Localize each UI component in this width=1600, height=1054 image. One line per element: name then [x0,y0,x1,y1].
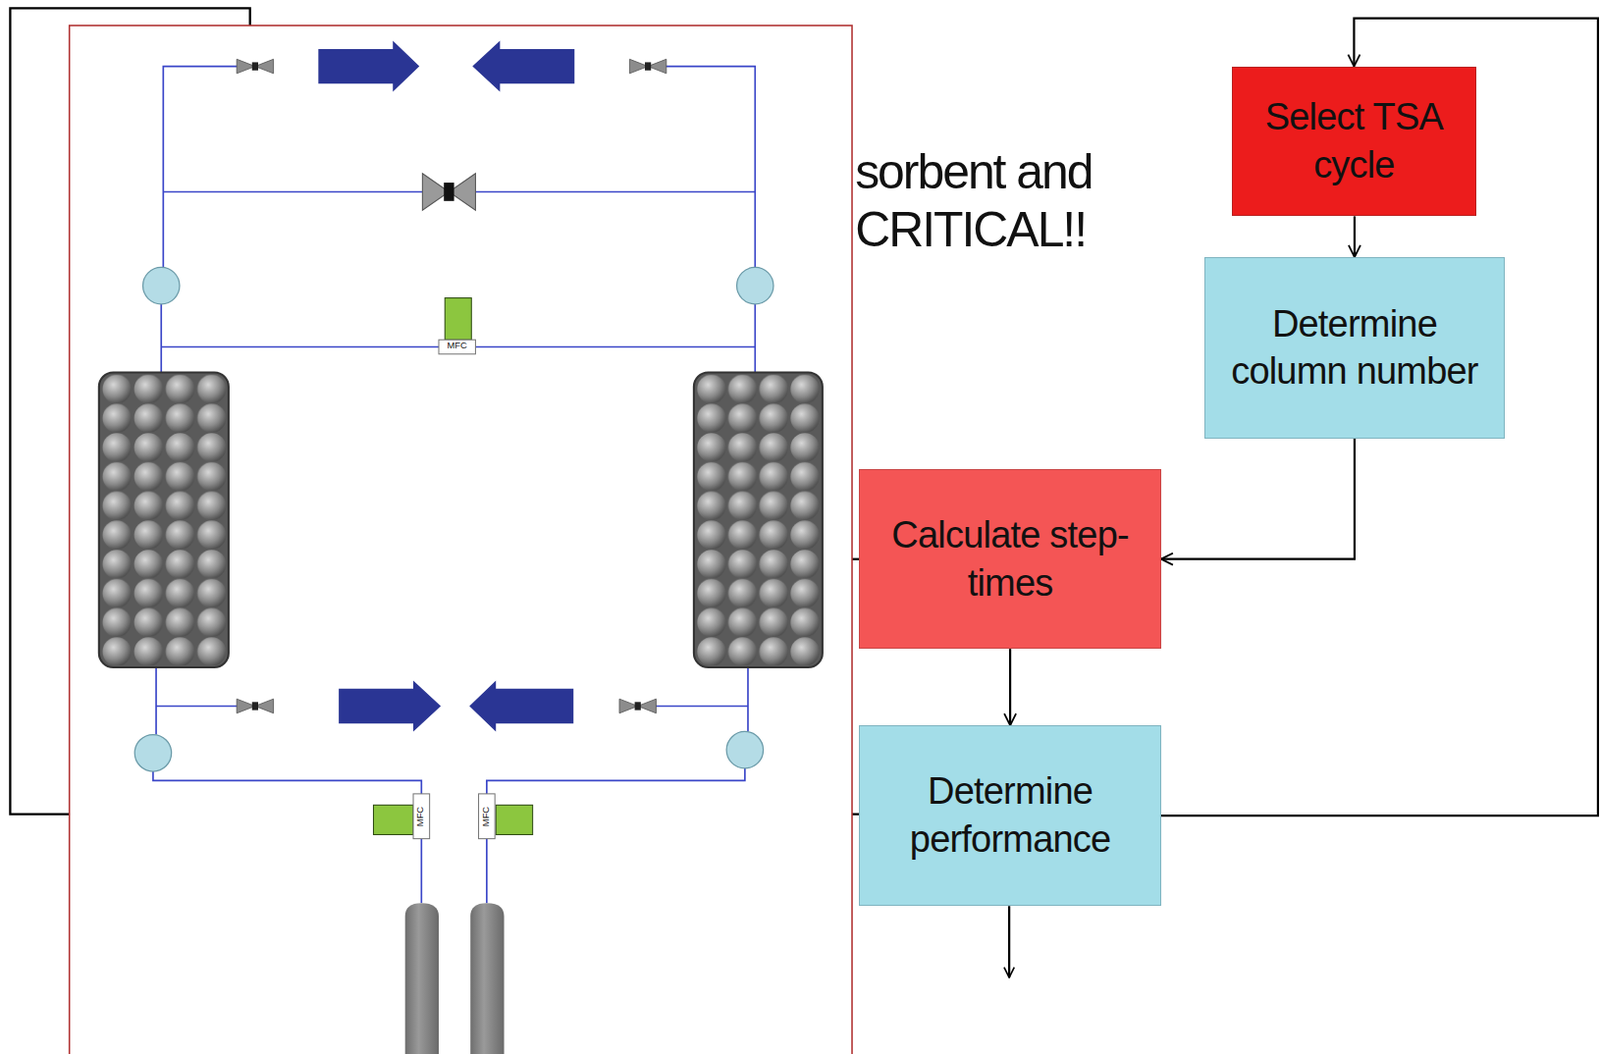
gas-cylinder [405,903,505,1054]
box-text: Select TSA cycle [1242,93,1466,189]
mfc-label: MFC [417,806,427,827]
flow-connector [1161,438,1355,560]
flow-connector [1009,648,1012,726]
gas-lines [153,66,755,905]
flow-arrow [318,41,575,733]
process-box: Calculate step-times [858,469,1162,649]
mfc-label: MFC [481,806,491,827]
flow-connector [1353,215,1356,258]
adsorbent-column [99,372,229,667]
flow-connector [1161,18,1599,816]
valve-symbol [619,698,656,714]
slide-text: sorbent and [854,148,1092,198]
mfc-label: MFC [447,342,468,352]
output-arrow [1008,906,1011,978]
valve-symbol [629,58,666,74]
box-text: Determine performance [869,767,1151,863]
process-box: Select TSA cycle [1231,66,1477,217]
apparatus-panel [69,25,853,1054]
box-text: Calculate step-times [869,511,1151,607]
valve-symbol [236,58,273,74]
slide-text: CRITICAL!! [854,206,1086,256]
process-box: Determine column number [1204,257,1506,439]
mfc-unit [479,794,534,840]
mfc-unit [438,298,476,355]
mfc-unit [373,794,429,840]
valve-symbol [236,698,273,714]
process-box: Determine performance [858,725,1162,907]
bypass-valve [422,173,476,211]
adsorbent-column [693,372,823,667]
box-text: Determine column number [1215,300,1495,396]
three-way-valve [134,266,774,772]
